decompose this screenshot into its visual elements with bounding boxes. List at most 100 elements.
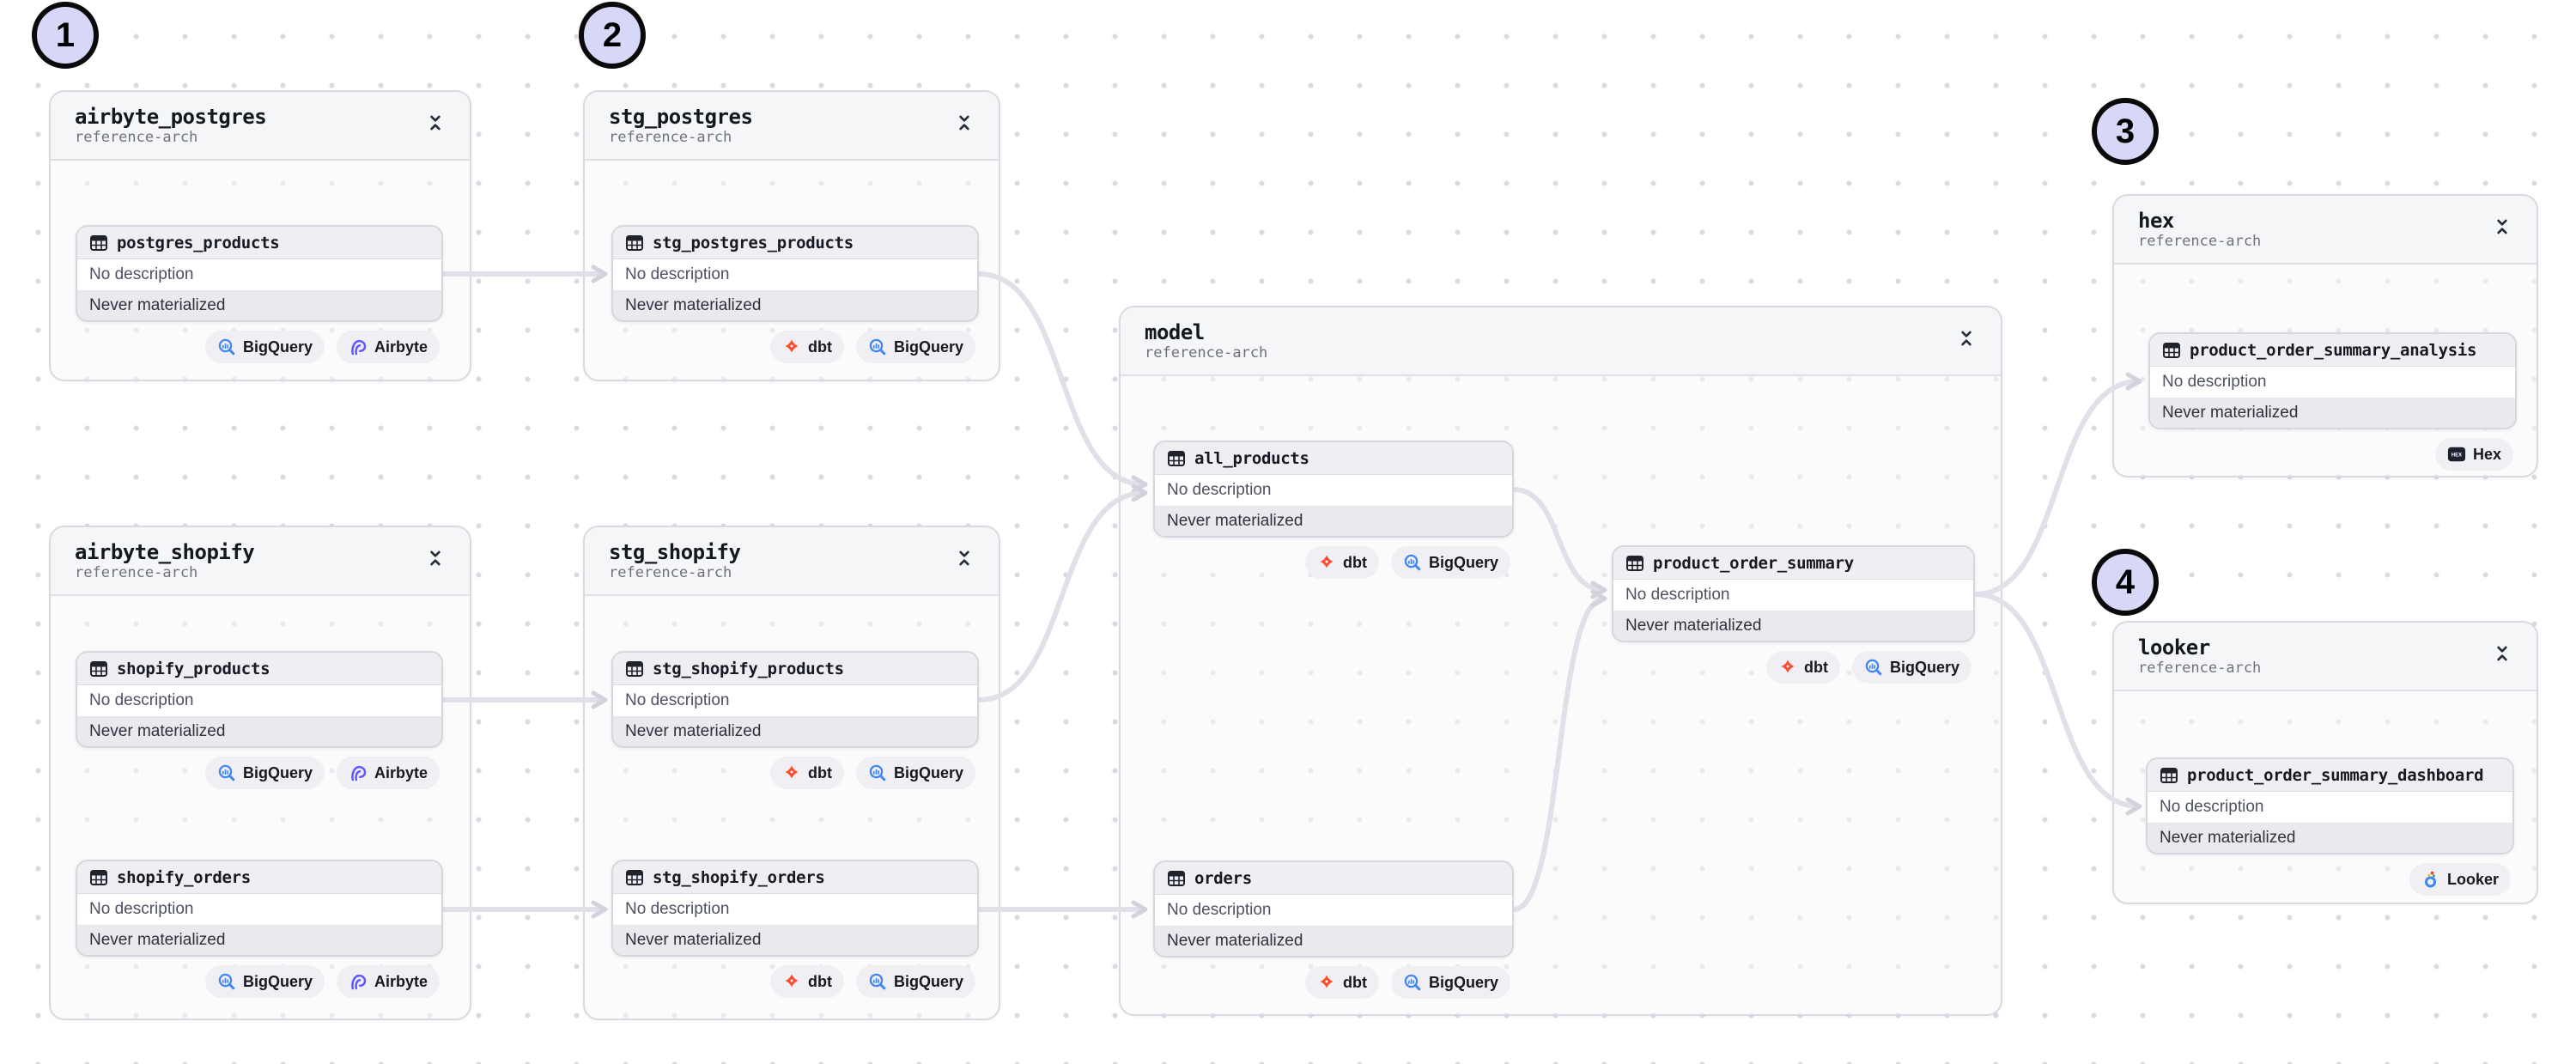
group-title: airbyte_postgres — [75, 104, 267, 129]
asset-status: Never materialized — [613, 717, 977, 746]
group-subtitle: reference-arch — [2138, 232, 2262, 250]
asset-status: Never materialized — [613, 291, 977, 320]
dbt-icon — [782, 337, 801, 356]
badge-hex: HEX Hex — [2434, 438, 2513, 471]
group-header: stg_postgres reference-arch — [585, 92, 999, 161]
asset-status: Never materialized — [77, 717, 441, 746]
annotation-circle-1: 1 — [32, 2, 99, 69]
asset-status: Never materialized — [77, 926, 441, 955]
asset-description: No description — [613, 259, 977, 291]
asset-name: postgres_products — [117, 233, 280, 252]
group-titles: stg_shopify reference-arch — [609, 541, 741, 581]
asset-card-shopify_orders[interactable]: shopify_orders No description Never mate… — [76, 860, 443, 957]
collapse-group-icon[interactable] — [2492, 643, 2512, 664]
badge-bigquery: BigQuery — [204, 331, 325, 363]
badge-dbt: dbt — [769, 757, 844, 789]
dbt-icon — [1317, 973, 1336, 992]
badge-row: dbt BigQuery — [611, 331, 975, 363]
asset-description: No description — [77, 259, 441, 291]
asset-card-header: shopify_products — [77, 653, 441, 685]
asset-description: No description — [1155, 475, 1512, 507]
collapse-group-icon[interactable] — [954, 112, 975, 133]
badge-label: dbt — [1342, 553, 1367, 571]
badge-label: BigQuery — [242, 337, 313, 356]
badge-bigquery: BigQuery — [855, 331, 975, 363]
asset-card-stg_postgres_products[interactable]: stg_postgres_products No description Nev… — [611, 225, 979, 322]
asset-card-orders[interactable]: orders No description Never materialized — [1153, 860, 1514, 958]
badge-label: Looker — [2446, 870, 2499, 888]
asset-card-shopify_products[interactable]: shopify_products No description Never ma… — [76, 651, 443, 748]
asset-name: product_order_summary_analysis — [2190, 340, 2477, 360]
badge-looker: Looker — [2409, 863, 2511, 896]
asset-description: No description — [613, 685, 977, 717]
asset-name: product_order_summary_dashboard — [2187, 765, 2484, 785]
asset-card-product_order_summary[interactable]: product_order_summary No description Nev… — [1612, 545, 1975, 642]
badge-row: dbt BigQuery — [1153, 546, 1510, 579]
group-subtitle: reference-arch — [75, 563, 198, 581]
badge-row: BigQuery Airbyte — [76, 757, 440, 789]
badge-label: Airbyte — [374, 763, 428, 781]
table-icon — [1167, 449, 1186, 468]
dbt-icon — [1778, 658, 1797, 677]
asset-description: No description — [2150, 367, 2515, 398]
badge-dbt: dbt — [769, 331, 844, 363]
group-titles: hex reference-arch — [2138, 210, 2261, 250]
badge-bigquery: BigQuery — [1390, 546, 1510, 579]
badge-row: HEX Hex — [2148, 438, 2513, 471]
badge-label: BigQuery — [1428, 973, 1498, 991]
bigquery-icon — [1403, 973, 1422, 992]
asset-card-all_products[interactable]: all_products No description Never materi… — [1153, 441, 1514, 538]
group-title: model — [1145, 319, 1205, 344]
asset-card-stg_shopify_orders[interactable]: stg_shopify_orders No description Never … — [611, 860, 979, 957]
asset-status: Never materialized — [1613, 611, 1973, 641]
collapse-group-icon[interactable] — [954, 548, 975, 568]
asset-card-header: stg_postgres_products — [613, 227, 977, 259]
asset-name: orders — [1194, 868, 1252, 888]
badge-bigquery: BigQuery — [855, 757, 975, 789]
badge-label: dbt — [807, 763, 832, 781]
asset-description: No description — [77, 685, 441, 717]
group-subtitle: reference-arch — [609, 128, 732, 146]
asset-card-postgres_products[interactable]: postgres_products No description Never m… — [76, 225, 443, 322]
group-titles: looker reference-arch — [2138, 636, 2261, 677]
asset-card-header: product_order_summary_analysis — [2150, 334, 2515, 367]
group-header: airbyte_postgres reference-arch — [51, 92, 470, 161]
badge-dbt: dbt — [1765, 651, 1840, 684]
badge-label: dbt — [1342, 973, 1367, 991]
badge-label: Airbyte — [374, 337, 428, 356]
badge-bigquery: BigQuery — [1851, 651, 1971, 684]
badge-bigquery: BigQuery — [204, 965, 325, 998]
badge-bigquery: BigQuery — [855, 965, 975, 998]
asset-card-product_order_summary_analysis[interactable]: product_order_summary_analysis No descri… — [2148, 332, 2517, 429]
asset-description: No description — [2148, 792, 2512, 824]
collapse-group-icon[interactable] — [425, 548, 446, 568]
table-icon — [1625, 554, 1644, 573]
svg-text:HEX: HEX — [2451, 453, 2462, 458]
looker-icon — [2421, 870, 2440, 889]
table-icon — [89, 868, 108, 887]
asset-description: No description — [1155, 895, 1512, 927]
asset-card-product_order_summary_dashboard[interactable]: product_order_summary_dashboard No descr… — [2146, 757, 2514, 854]
collapse-group-icon[interactable] — [2492, 216, 2512, 237]
group-subtitle: reference-arch — [609, 563, 732, 581]
table-icon — [625, 660, 644, 678]
badge-label: BigQuery — [893, 763, 963, 781]
badge-bigquery: BigQuery — [204, 757, 325, 789]
table-icon — [625, 234, 644, 252]
asset-name: stg_postgres_products — [653, 233, 854, 252]
asset-card-stg_shopify_products[interactable]: stg_shopify_products No description Neve… — [611, 651, 979, 748]
table-icon — [625, 868, 644, 887]
badge-label: BigQuery — [1428, 553, 1498, 571]
group-titles: stg_postgres reference-arch — [609, 106, 753, 146]
collapse-group-icon[interactable] — [425, 112, 446, 133]
badge-row: BigQuery Airbyte — [76, 965, 440, 998]
asset-status: Never materialized — [1155, 507, 1512, 536]
dbt-icon — [782, 763, 801, 782]
collapse-group-icon[interactable] — [1956, 328, 1977, 349]
table-icon — [1167, 869, 1186, 888]
asset-name: product_order_summary — [1653, 553, 1854, 573]
asset-card-header: stg_shopify_products — [613, 653, 977, 685]
badge-label: dbt — [807, 972, 832, 990]
badge-label: dbt — [1803, 658, 1828, 676]
